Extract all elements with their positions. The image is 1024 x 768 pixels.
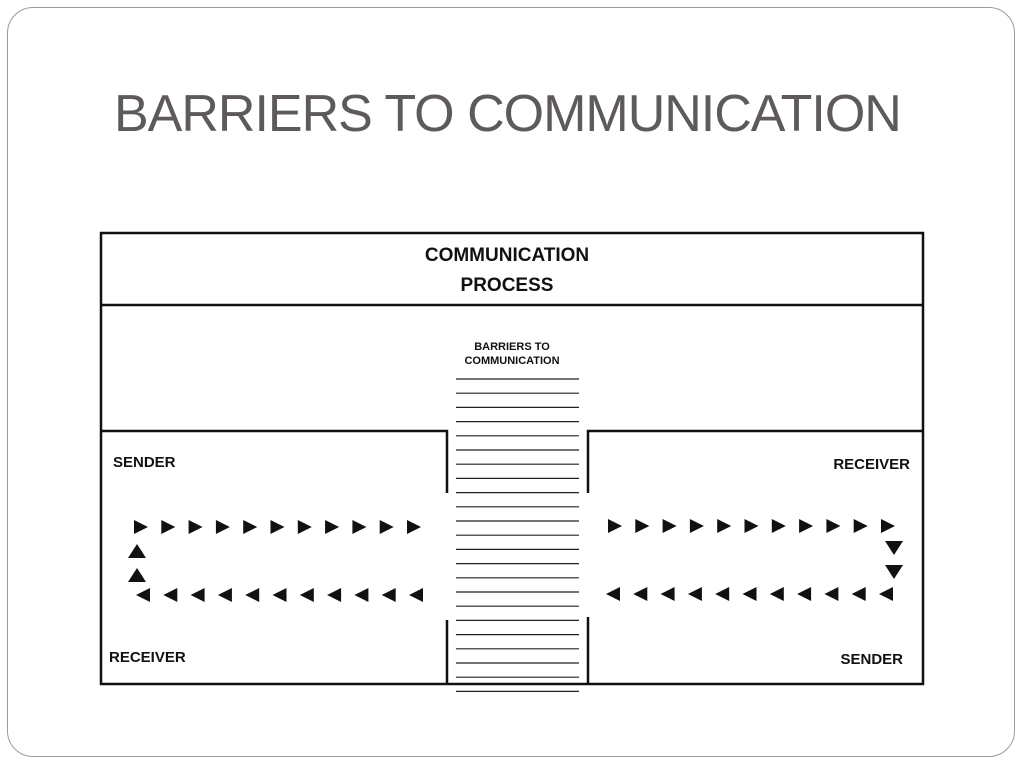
arrow-right-icon [379, 520, 394, 534]
arrow-left-icon [660, 587, 675, 601]
arrow-left-icon [879, 587, 893, 601]
barrier-label-line2: COMMUNICATION [464, 355, 559, 367]
arrow-right-icon [325, 520, 340, 534]
arrow-right-icon [608, 519, 622, 533]
arrow-left-icon [217, 588, 232, 602]
arrow-left-icon [633, 587, 648, 601]
arrow-left-icon [715, 587, 730, 601]
arrow-left-icon [797, 587, 812, 601]
arrow-right-icon [243, 520, 258, 534]
right-sender-label: SENDER [840, 651, 903, 668]
arrow-up-icon [128, 544, 146, 558]
arrow-left-icon [824, 587, 839, 601]
arrow-down-icon [885, 541, 903, 555]
slide-frame [7, 7, 1015, 757]
diagram-header-line2: PROCESS [461, 275, 554, 296]
arrow-left-icon [409, 588, 423, 602]
arrow-left-icon [272, 588, 287, 602]
arrow-right-icon [799, 519, 814, 533]
arrow-right-icon [270, 520, 285, 534]
arrow-left-icon [136, 588, 150, 602]
arrow-left-icon [851, 587, 866, 601]
barrier-label-line1: BARRIERS TO [474, 341, 550, 353]
arrow-up-icon [128, 568, 146, 582]
arrow-right-icon [297, 520, 312, 534]
receiver-panel-border [586, 429, 923, 493]
diagram-header-line1: COMMUNICATION [425, 245, 589, 266]
arrow-left-icon [354, 588, 369, 602]
arrow-right-icon [744, 519, 759, 533]
sender-feedback-loop-arrows [128, 520, 423, 602]
arrow-right-icon [161, 520, 176, 534]
left-receiver-label: RECEIVER [109, 649, 186, 666]
arrow-right-icon [352, 520, 367, 534]
arrow-left-icon [742, 587, 757, 601]
arrow-right-icon [689, 519, 704, 533]
right-receiver-label: RECEIVER [833, 456, 910, 473]
slide-title: BARRIERS TO COMMUNICATION [114, 85, 902, 143]
arrow-left-icon [327, 588, 342, 602]
arrow-right-icon [635, 519, 650, 533]
arrow-left-icon [190, 588, 205, 602]
arrow-left-icon [687, 587, 702, 601]
arrow-left-icon [299, 588, 314, 602]
arrow-right-icon [771, 519, 786, 533]
diagram-outer-border [99, 231, 925, 686]
arrow-right-icon [853, 519, 868, 533]
arrow-left-icon [606, 587, 620, 601]
arrow-left-icon [245, 588, 260, 602]
arrow-right-icon [407, 520, 421, 534]
arrow-left-icon [381, 588, 396, 602]
arrow-right-icon [662, 519, 677, 533]
arrow-left-icon [163, 588, 178, 602]
sender-panel-border [101, 429, 449, 493]
arrow-right-icon [826, 519, 841, 533]
barrier-stripes [456, 378, 579, 693]
arrow-right-icon [717, 519, 732, 533]
arrow-right-icon [134, 520, 148, 534]
arrow-down-icon [885, 565, 903, 579]
arrow-right-icon [881, 519, 895, 533]
left-sender-label: SENDER [113, 454, 176, 471]
arrow-left-icon [769, 587, 784, 601]
arrow-right-icon [215, 520, 230, 534]
receiver-feedback-loop-arrows [606, 519, 903, 601]
arrow-right-icon [188, 520, 203, 534]
